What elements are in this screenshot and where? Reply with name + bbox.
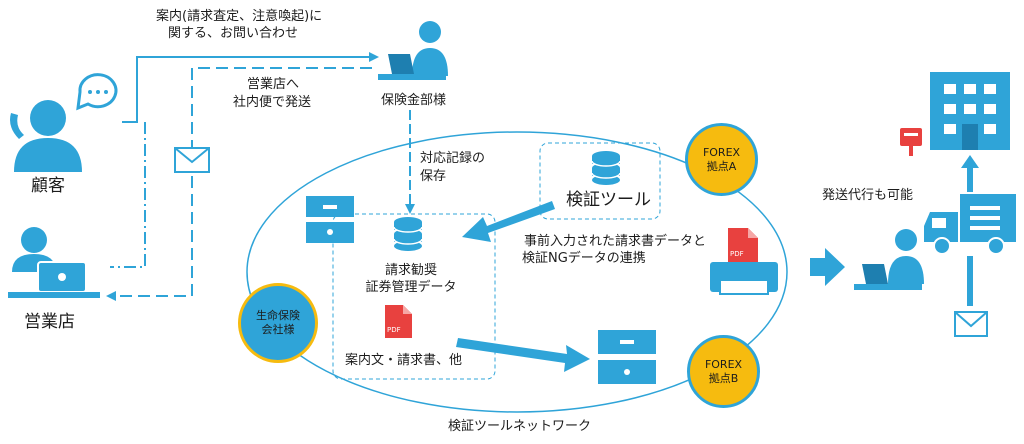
truck-icon <box>924 194 1016 255</box>
network-label: 検証ツールネットワーク <box>448 419 592 434</box>
verify-tool-label: 検証ツール <box>566 190 651 210</box>
insurance-dept-label: 保険金部様 <box>381 93 447 108</box>
customer-label: 顧客 <box>31 176 65 196</box>
printer-icon <box>710 228 778 295</box>
network-ellipse <box>246 131 788 413</box>
customer-person-icon <box>14 100 82 172</box>
lower-server-icon <box>598 330 656 384</box>
forex-b-badge: FOREX 拠点B <box>687 335 760 408</box>
tool-dashed-box <box>539 142 661 220</box>
phone-icon <box>10 113 24 139</box>
left-server-icon <box>306 196 354 243</box>
dashdot-link <box>110 122 146 268</box>
link-label-1: 事前入力された請求書データと <box>524 234 707 249</box>
shipping-operator-icon <box>854 229 924 290</box>
life-insurance-text: 生命保険 会社様 <box>256 309 300 336</box>
docs-label: 案内文・請求書、他 <box>345 353 463 368</box>
db-label-2: 証券管理データ <box>365 280 457 295</box>
db-to-server-arrow <box>456 338 590 372</box>
inquiry-label-2: 関する、お問い合わせ <box>168 26 299 41</box>
db-label-1: 請求勧奨 <box>384 263 437 278</box>
building-icon <box>930 72 1010 150</box>
tool-db-icon <box>591 151 621 185</box>
printer-pdf-text: PDF <box>730 250 744 258</box>
to-branch-label-2: 社内便で発送 <box>233 95 312 110</box>
to-branch-arrow <box>106 67 372 301</box>
mailbox-icon <box>900 128 922 156</box>
life-insurance-badge: 生命保険 会社様 <box>238 283 318 363</box>
envelope-right-icon <box>954 311 988 337</box>
truck-to-building-arrow <box>961 155 979 192</box>
tool-to-db-arrow <box>462 201 555 242</box>
insurance-dept-icon <box>378 21 448 80</box>
branch-icon <box>8 227 100 298</box>
forex-b-text: FOREX 拠点B <box>704 357 743 385</box>
record-label-2: 保存 <box>420 169 447 184</box>
db-cylinder-icon <box>393 217 423 251</box>
forex-a-badge: FOREX 拠点A <box>685 123 758 196</box>
pdf-file-icon <box>385 305 412 338</box>
speech-bubble-icon <box>76 73 118 111</box>
db-dashed-box <box>332 213 496 380</box>
record-label-1: 対応記録の <box>420 151 486 166</box>
link-label-2: 検証NGデータの連携 <box>522 251 646 266</box>
forex-a-text: FOREX 拠点A <box>702 145 741 173</box>
shipping-label: 発送代行も可能 <box>822 188 914 203</box>
pdf-text: PDF <box>387 326 401 334</box>
branch-label: 営業店 <box>24 312 75 332</box>
printer-to-operator-arrow <box>810 248 845 286</box>
inquiry-label-1: 案内(請求査定、注意喚起)に <box>156 9 323 24</box>
inquiry-arrow <box>122 52 379 123</box>
to-branch-label-1: 営業店へ <box>247 77 300 92</box>
envelope-icon <box>174 147 210 173</box>
